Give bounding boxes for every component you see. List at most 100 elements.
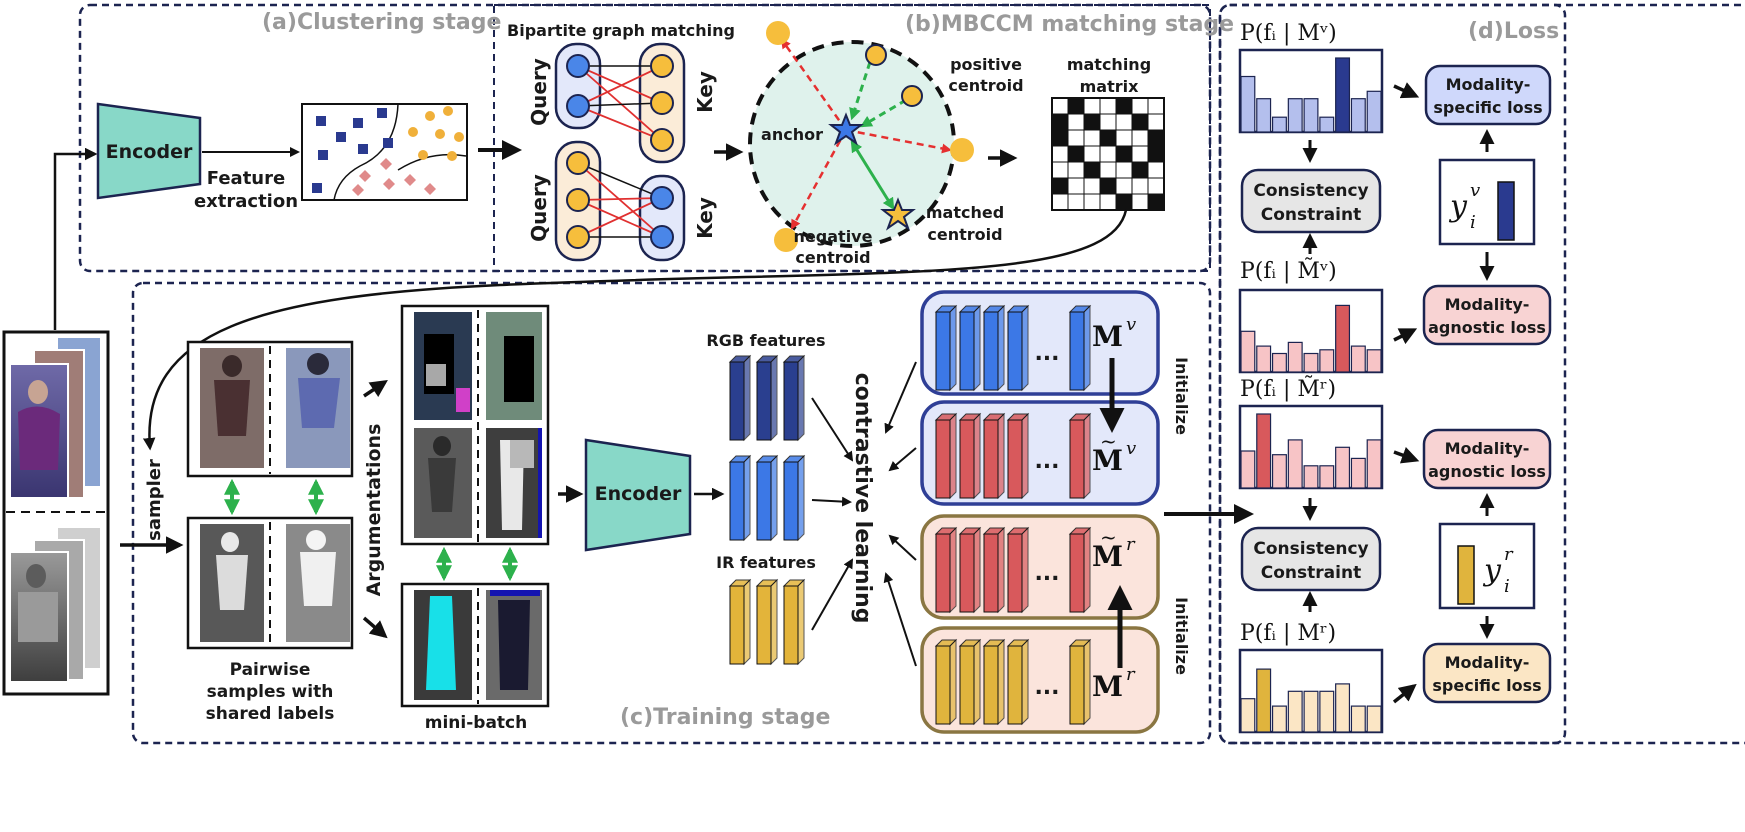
svg-text:agnostic loss: agnostic loss [1428, 318, 1546, 337]
mem-tv-ellipsis: ... [1034, 449, 1059, 474]
prob-bar [1240, 698, 1256, 733]
matrix-cell [1132, 162, 1148, 178]
p-v-label: P(fᵢ | Mᵛ) [1240, 21, 1337, 46]
memory-column [958, 412, 982, 500]
ir-feature-bars [728, 578, 806, 666]
matching-matrix [1051, 97, 1165, 211]
training-stage-title: (c)Training stage [620, 705, 830, 730]
p-tilde-v-label: P(fᵢ | M̃ᵛ) [1240, 258, 1337, 284]
matched-centroid-label-1: matched [926, 203, 1004, 222]
key-label-bottom: Key [693, 197, 717, 239]
svg-text:specific loss: specific loss [1432, 676, 1541, 695]
blue-feature-bar [782, 454, 806, 542]
centroid-space [748, 21, 974, 252]
p-tilde-r-chart [1238, 404, 1384, 490]
initialize-label-bottom: Initialize [1172, 597, 1191, 675]
pairwise-label-1: Pairwise [230, 660, 311, 680]
mem4-to-contrastive-arrow [883, 572, 917, 667]
bipartite-graph-bottom [554, 140, 686, 262]
prob-bar [1350, 705, 1366, 733]
mem3-to-contrastive-arrow [888, 534, 917, 561]
memory-column [934, 412, 958, 500]
svg-text:r: r [1126, 664, 1136, 685]
matching-stage-title: (b)MBCCM matching stage [905, 12, 1234, 37]
positive-centroid-label-2: centroid [948, 76, 1023, 95]
prob-bar [1240, 75, 1256, 133]
prob-bar [1335, 304, 1351, 373]
svg-text:~: ~ [1100, 429, 1117, 453]
pr-to-ms-loss-arrow [1392, 683, 1417, 704]
prob-bar [1271, 705, 1287, 733]
prob-bar [1240, 330, 1256, 373]
loss-stage-border-inner [1218, 3, 1567, 745]
mini-batch-box [400, 304, 550, 546]
rgb-features-label: RGB features [706, 331, 825, 350]
matching-stage-border [493, 4, 1211, 272]
memory-column [1006, 412, 1030, 500]
query-label-bottom: Query [527, 174, 551, 242]
training-encoder-label: Encoder [595, 483, 682, 505]
memory-column [1006, 526, 1030, 614]
svg-text:M: M [1092, 670, 1123, 703]
input-image-stack [2, 330, 110, 696]
matrix-cell [1084, 114, 1100, 130]
prob-bar [1303, 465, 1319, 489]
mem2-to-contrastive-arrow [888, 447, 917, 472]
matrix-cell [1148, 146, 1164, 162]
matrix-cell [1148, 130, 1164, 146]
blue-to-contrastive-arrow [811, 496, 852, 507]
matrix-cell [1100, 130, 1116, 146]
prob-bar [1319, 116, 1335, 133]
memory-column [1068, 412, 1092, 500]
rgb-feature-bar [755, 354, 779, 442]
memory-column [982, 638, 1006, 726]
contrastive-learning-label: contrastive learning [850, 373, 875, 624]
matrix-cell [1052, 130, 1068, 146]
memory-column [1006, 638, 1030, 726]
svg-text:r: r [1504, 544, 1514, 565]
svg-text:Modality-: Modality- [1445, 439, 1530, 458]
svg-text:v: v [1126, 438, 1136, 459]
rgb-feature-bar [782, 354, 806, 442]
svg-text:Consistency: Consistency [1253, 181, 1368, 201]
prob-bar [1366, 705, 1382, 733]
key-label-top: Key [693, 71, 717, 113]
matrix-cell [1116, 146, 1132, 162]
mem-r-ellipsis: ... [1034, 675, 1059, 700]
svg-text:Modality-: Modality- [1445, 653, 1530, 672]
memory-column [934, 304, 958, 392]
label-yr-box: y r i [1438, 522, 1536, 610]
svg-text:M: M [1092, 540, 1123, 573]
matrix-cell [1068, 146, 1084, 162]
mem-v-ellipsis: ... [1034, 341, 1059, 366]
memory-column [1068, 304, 1092, 392]
ptv-to-ma-loss-arrow [1393, 328, 1418, 345]
svg-text:y: y [1448, 189, 1468, 224]
positive-centroid-label-1: positive [950, 55, 1022, 74]
prob-bar [1271, 116, 1287, 133]
clustering-encoder: Encoder [96, 102, 202, 200]
memory-bank-tilde-v [920, 400, 1160, 506]
memory-column [958, 304, 982, 392]
svg-text:Constraint: Constraint [1261, 563, 1361, 583]
prob-bar [1303, 352, 1319, 373]
argumentations-label: Argumentations [363, 424, 385, 597]
prob-bar [1366, 349, 1382, 373]
modality-agnostic-loss-bottom: Modality- agnostic loss [1422, 428, 1552, 490]
modality-specific-loss-top: Modality- specific loss [1424, 64, 1552, 126]
blue-feature-bars [728, 454, 806, 542]
matching-matrix-label-2: matrix [1080, 77, 1139, 96]
matrix-cell [1068, 98, 1084, 114]
ir-to-contrastive-arrow [811, 558, 853, 631]
svg-text:M: M [1092, 444, 1123, 477]
prob-bar [1319, 349, 1335, 373]
mem1-to-contrastive-arrow [884, 361, 917, 434]
mem-r-symbol: M r [1092, 664, 1136, 703]
prob-bar [1256, 413, 1272, 489]
p-tilde-v-chart [1238, 288, 1384, 374]
mem-tr-ellipsis: ... [1034, 561, 1059, 586]
clustering-stage-title: (a)Clustering stage [262, 10, 501, 35]
anchor-label: anchor [761, 125, 823, 144]
svg-text:v: v [1126, 314, 1136, 335]
